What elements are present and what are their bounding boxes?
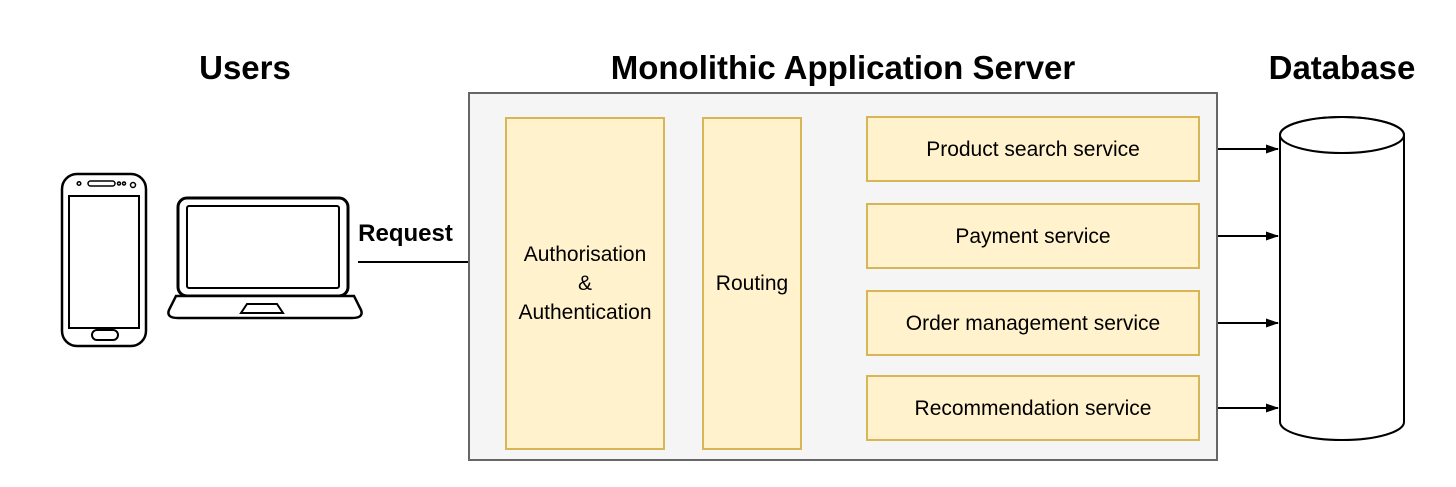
server-section-title: Monolithic Application Server <box>610 49 1076 86</box>
routing-box: Routing <box>702 117 802 450</box>
request-arrow-label: Request <box>358 220 453 247</box>
order-management-service-box: Order management service <box>866 290 1200 356</box>
routing-label: Routing <box>715 272 789 295</box>
smartphone-icon <box>60 172 148 348</box>
recommendation-service-box: Recommendation service <box>866 375 1200 441</box>
database-cylinder-icon <box>1279 116 1405 441</box>
product-search-service-box: Product search service <box>866 116 1200 182</box>
service-label: Product search service <box>926 137 1140 161</box>
payment-service-box: Payment service <box>866 203 1200 269</box>
authorisation-authentication-box: Authorisation & Authentication <box>505 117 665 450</box>
laptop-icon <box>167 196 363 320</box>
service-label: Payment service <box>955 224 1111 248</box>
database-section-title: Database <box>1268 49 1416 86</box>
users-section-title: Users <box>199 49 291 86</box>
authorisation-authentication-label: Authorisation & Authentication <box>518 243 652 324</box>
service-label: Recommendation service <box>914 396 1152 420</box>
service-label: Order management service <box>905 311 1161 335</box>
